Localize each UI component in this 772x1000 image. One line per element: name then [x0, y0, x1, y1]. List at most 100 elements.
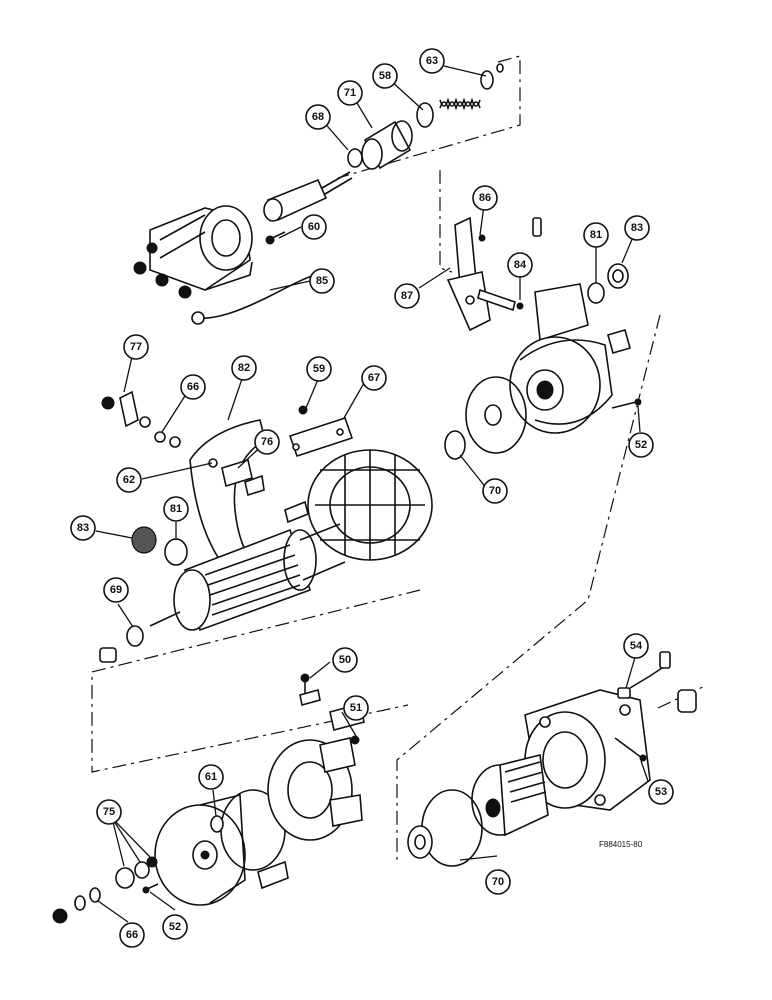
callout: 70: [485, 869, 511, 895]
callout-label-81: 81: [170, 503, 182, 515]
callout-label-70: 70: [492, 876, 504, 888]
callout-label-63: 63: [426, 55, 438, 67]
nose-housing: [509, 283, 613, 434]
screw-52-lower: [142, 883, 159, 894]
callout: 53: [648, 779, 674, 805]
callout-label-81: 81: [590, 229, 602, 241]
washer-61: [210, 815, 224, 833]
bolt-top: [532, 217, 542, 237]
callout-label-67: 67: [368, 372, 380, 384]
terminal-hardware-77-66: [101, 390, 181, 448]
callout: 52: [162, 914, 188, 940]
callout-label-87: 87: [401, 290, 413, 302]
brush-plate: [267, 737, 363, 841]
callout: 62: [116, 467, 142, 493]
seal-ring-upper: [465, 376, 527, 454]
callout: 81: [163, 496, 189, 522]
bolt-53: [614, 737, 647, 762]
callout: 86: [472, 185, 498, 211]
seal-ring-70-lower: [421, 789, 483, 867]
callout-label-75: 75: [103, 806, 115, 818]
callout: 87: [394, 283, 420, 309]
fitting-54: [617, 651, 671, 699]
callout: 70: [482, 478, 508, 504]
plunger: [263, 171, 353, 222]
callout-label-66: 66: [126, 929, 138, 941]
callout: 81: [583, 222, 609, 248]
callout-label-86: 86: [479, 192, 491, 204]
field-coils: [307, 449, 433, 561]
callout: 50: [332, 647, 358, 673]
callout: 85: [309, 268, 335, 294]
commutator-end-frame: [154, 793, 246, 906]
callout: 77: [123, 334, 149, 360]
callout-label-52: 52: [169, 921, 181, 933]
plate-67-screw-59: [288, 405, 354, 458]
callout-label-51: 51: [350, 702, 362, 714]
screw-50: [299, 673, 321, 707]
callout: 75: [96, 799, 122, 825]
boot-71: [361, 120, 413, 170]
bolt-52-upper: [611, 398, 642, 409]
callout-label-83: 83: [77, 522, 89, 534]
drive-pinion: [471, 754, 549, 837]
pin-84: [477, 288, 524, 312]
callout: 63: [419, 48, 445, 74]
plug-83-lower: [131, 526, 157, 554]
callout-label-60: 60: [308, 221, 320, 233]
bushing-drive: [677, 689, 697, 713]
callout: 61: [198, 764, 224, 790]
callout: 66: [180, 374, 206, 400]
callout: 67: [361, 365, 387, 391]
washer-69: [126, 625, 144, 647]
callout-label-68: 68: [312, 111, 324, 123]
armature: [149, 523, 346, 632]
bushing-right: [607, 329, 631, 354]
callout-label-62: 62: [123, 474, 135, 486]
callout: 71: [337, 80, 363, 106]
lever-86: [446, 216, 491, 332]
stud: [284, 500, 309, 524]
washer-68: [347, 148, 363, 168]
callout-label-54: 54: [630, 640, 643, 652]
callout: 58: [372, 63, 398, 89]
callout-label-77: 77: [130, 341, 142, 353]
callout: 52: [628, 432, 654, 458]
callout-label-85: 85: [316, 275, 328, 287]
callout: 84: [507, 252, 533, 278]
callout: 66: [119, 922, 145, 948]
callout-label-58: 58: [379, 70, 391, 82]
callout: 69: [103, 577, 129, 603]
callout-label-84: 84: [514, 259, 527, 271]
bushing-left: [99, 647, 117, 663]
callout-label-66: 66: [187, 381, 199, 393]
assembly-lines: [91, 55, 706, 862]
callout: 68: [305, 104, 331, 130]
callout-label-83: 83: [631, 222, 643, 234]
spring: [439, 97, 481, 111]
callout-label-50: 50: [339, 654, 351, 666]
washer-stack-75-66: [52, 856, 158, 924]
callout: 59: [306, 356, 332, 382]
bushing-81-lower: [164, 538, 188, 566]
callout-label-76: 76: [261, 436, 273, 448]
callout-label-70: 70: [489, 485, 501, 497]
screw-60: [265, 231, 286, 245]
strap-85: [197, 275, 313, 319]
washer-70-upper: [444, 430, 466, 460]
callout: 51: [343, 695, 369, 721]
callout-label-71: 71: [344, 87, 356, 99]
callout-label-53: 53: [655, 786, 667, 798]
callout-label-59: 59: [313, 363, 325, 375]
nut-63: [496, 63, 504, 73]
stud-lower: [257, 860, 289, 890]
callout: 83: [70, 515, 96, 541]
plug-83: [607, 263, 629, 289]
solenoid-assembly: [133, 205, 253, 299]
callout: 76: [254, 429, 280, 455]
callout: 83: [624, 215, 650, 241]
washer-63: [480, 70, 494, 90]
callout-label-69: 69: [110, 584, 122, 596]
